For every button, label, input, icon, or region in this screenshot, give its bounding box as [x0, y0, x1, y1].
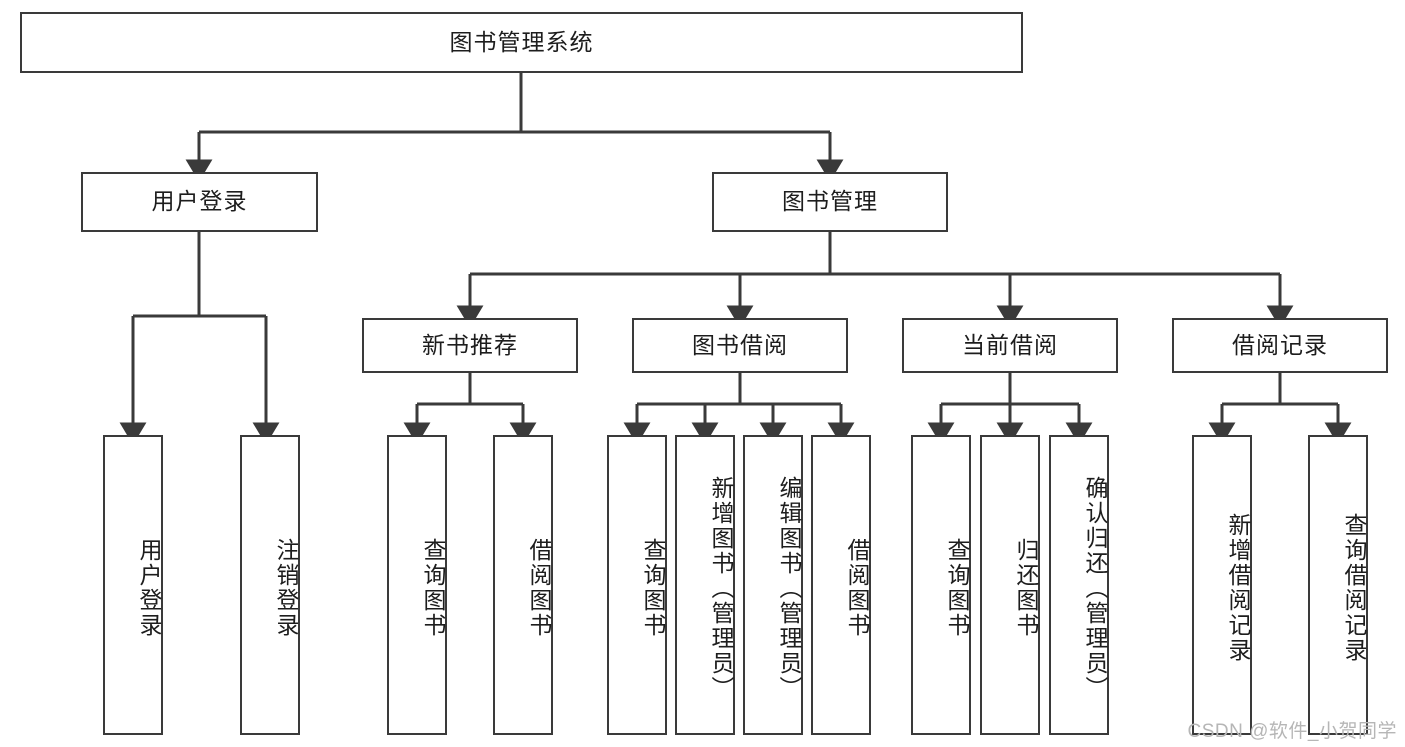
node-leaf-borrow-book-1[interactable]: 借阅图书 — [493, 435, 553, 735]
node-book-borrow[interactable]: 图书借阅 — [632, 318, 848, 373]
watermark-text: CSDN @软件_小贺同学 — [1187, 721, 1397, 742]
node-leaf-query-book-3[interactable]: 查询图书 — [911, 435, 971, 735]
node-label: 注销登录 — [273, 538, 299, 638]
node-label: 新书推荐 — [422, 331, 518, 358]
node-leaf-query-record[interactable]: 查询借阅记录 — [1308, 435, 1368, 735]
node-leaf-query-book-1[interactable]: 查询图书 — [387, 435, 447, 735]
node-current-borrow[interactable]: 当前借阅 — [902, 318, 1118, 373]
node-label: 归还图书 — [1013, 538, 1039, 638]
node-leaf-return-book[interactable]: 归还图书 — [980, 435, 1040, 735]
node-user-login[interactable]: 用户登录 — [81, 172, 318, 232]
node-label: 查询图书 — [640, 538, 666, 638]
node-label: 图书管理系统 — [449, 28, 594, 55]
node-leaf-add-book[interactable]: 新增图书（管理员） — [675, 435, 735, 735]
node-label: 借阅图书 — [526, 538, 552, 638]
node-leaf-borrow-book-2[interactable]: 借阅图书 — [811, 435, 871, 735]
node-leaf-confirm-return[interactable]: 确认归还（管理员） — [1049, 435, 1109, 735]
node-label: 查询图书 — [944, 538, 970, 638]
node-label: 当前借阅 — [962, 331, 1058, 358]
node-label: 确认归还（管理员） — [1082, 475, 1108, 701]
node-label: 借阅记录 — [1232, 331, 1328, 358]
node-label: 新增借阅记录 — [1225, 513, 1251, 663]
node-label: 图书管理 — [782, 188, 878, 215]
node-leaf-logout-login[interactable]: 注销登录 — [240, 435, 300, 735]
node-leaf-add-record[interactable]: 新增借阅记录 — [1192, 435, 1252, 735]
node-label: 编辑图书（管理员） — [776, 475, 802, 701]
node-book-manage[interactable]: 图书管理 — [712, 172, 948, 232]
node-label: 查询借阅记录 — [1341, 513, 1367, 663]
node-label: 用户登录 — [136, 538, 162, 638]
node-label: 用户登录 — [151, 188, 248, 215]
node-leaf-edit-book[interactable]: 编辑图书（管理员） — [743, 435, 803, 735]
node-leaf-user-login[interactable]: 用户登录 — [103, 435, 163, 735]
node-label: 图书借阅 — [692, 331, 788, 358]
node-new-book-recommend[interactable]: 新书推荐 — [362, 318, 578, 373]
node-book-management-system[interactable]: 图书管理系统 — [20, 12, 1023, 73]
node-leaf-query-book-2[interactable]: 查询图书 — [607, 435, 667, 735]
node-borrow-record[interactable]: 借阅记录 — [1172, 318, 1388, 373]
node-label: 查询图书 — [420, 538, 446, 638]
node-label: 新增图书（管理员） — [708, 475, 734, 701]
node-label: 借阅图书 — [844, 538, 870, 638]
